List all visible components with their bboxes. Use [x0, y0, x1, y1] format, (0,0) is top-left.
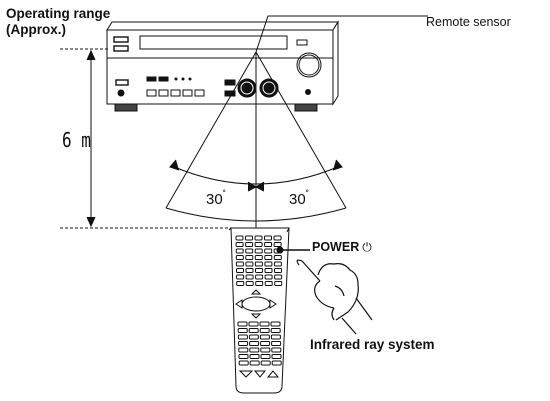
remote-button [235, 248, 244, 254]
remote-button [236, 274, 245, 280]
remote-button [245, 261, 254, 267]
remote-button [255, 274, 264, 280]
remote-button [273, 261, 282, 267]
remote-button [273, 255, 282, 260]
infrared-system-label: Infrared ray system [310, 337, 435, 352]
remote-button [259, 334, 270, 340]
remote-button [249, 341, 260, 346]
remote-button [274, 274, 283, 280]
remote-sensor-label: Remote sensor [426, 15, 511, 29]
remote-button [238, 341, 249, 346]
remote-button [274, 281, 283, 286]
remote-button [273, 235, 282, 241]
remote-button [254, 235, 263, 241]
left-angle-degree: ˚ [222, 190, 227, 201]
remote-button [270, 328, 281, 333]
remote-button [271, 354, 282, 359]
remote-button [249, 360, 260, 366]
title-line-2: (Approx.) [6, 22, 66, 37]
distance-label: 6 m [62, 128, 91, 152]
remote-button [254, 248, 263, 254]
remote-button [238, 354, 249, 359]
remote-button [245, 235, 253, 241]
remote-button [235, 235, 244, 241]
remote-button [264, 255, 273, 260]
remote-button [245, 248, 254, 254]
remote-button [238, 360, 249, 366]
remote-button [236, 281, 245, 286]
remote-button [264, 281, 273, 286]
remote-button [249, 347, 260, 353]
remote-button [270, 334, 281, 340]
power-symbol-icon: ⏻ [362, 240, 372, 254]
remote-button [237, 321, 248, 327]
remote-button [273, 242, 282, 247]
operating-range-title: Operating range (Approx.) [6, 6, 110, 38]
remote-button [237, 334, 248, 340]
remote-button [259, 328, 270, 333]
remote-button [254, 242, 263, 247]
remote-button [237, 328, 248, 333]
remote-button [260, 360, 271, 366]
remote-button [245, 268, 254, 273]
remote-button [235, 255, 244, 260]
operating-range-fan [165, 51, 347, 232]
remote-button [254, 261, 263, 267]
right-angle-degree: ˚ [305, 190, 310, 201]
remote-button [264, 242, 273, 247]
left-angle-label: 30˚ [206, 190, 226, 208]
remote-button [245, 274, 254, 280]
remote-button [245, 255, 254, 260]
remote-button [264, 268, 273, 273]
remote-button [264, 248, 273, 254]
remote-button [271, 341, 282, 346]
remote-button [264, 235, 272, 241]
remote-button [254, 255, 263, 260]
remote-button [255, 268, 263, 273]
remote-button [260, 341, 271, 346]
remote-button [245, 242, 254, 247]
remote-button [235, 242, 244, 247]
power-label: POWER [312, 240, 360, 254]
right-angle-label: 30˚ [289, 190, 309, 208]
remote-button [245, 281, 254, 286]
remote-button [238, 347, 249, 353]
remote-button [235, 261, 244, 267]
remote-button [248, 334, 259, 340]
remote-button [248, 321, 259, 327]
remote-button [259, 321, 270, 327]
remote-button [270, 321, 281, 327]
remote-button [260, 347, 271, 353]
remote-button [248, 328, 259, 333]
right-angle-value: 30 [289, 191, 306, 208]
remote-button [271, 360, 282, 366]
power-label-group: POWER⏻ [312, 240, 372, 255]
remote-button [274, 268, 282, 273]
remote-button [249, 354, 260, 359]
remote-button [260, 354, 271, 359]
remote-button [255, 281, 264, 286]
remote-control-icon [228, 227, 290, 394]
remote-button [264, 261, 273, 267]
left-angle-value: 30 [206, 191, 223, 208]
title-line-1: Operating range [6, 6, 111, 21]
remote-button [236, 268, 244, 273]
hand-icon [296, 259, 373, 335]
remote-button [264, 274, 273, 280]
remote-button [271, 347, 282, 353]
receiver-icon [106, 20, 339, 112]
